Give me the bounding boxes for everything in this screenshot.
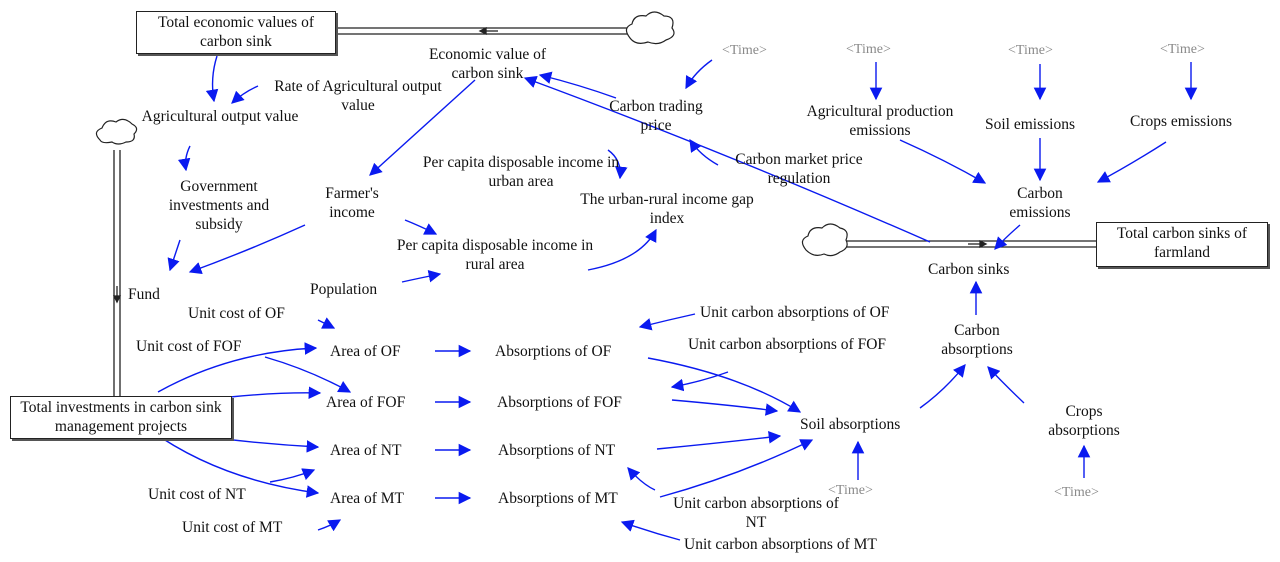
arrow: [167, 239, 181, 272]
arrow: [899, 139, 987, 184]
time-ref: <Time>: [722, 43, 767, 58]
var-unit-abs-nt: Unit carbon absorptions of NT: [673, 495, 839, 531]
var-economic-value: Economic value of carbon sink: [428, 46, 547, 82]
stock-total-investments: Total investments in carbon sink managem…: [10, 396, 232, 439]
arrow: [231, 85, 259, 104]
var-rate-agri-output: Rate of Agricultural output value: [274, 78, 442, 114]
var-area-nt: Area of NT: [330, 442, 402, 459]
var-agri-prod-emissions: Agricultural production emissions: [806, 103, 954, 139]
var-crops-absorptions: Crops absorptions: [1048, 403, 1120, 439]
stock-label: Total carbon sinks of farmland: [1116, 225, 1248, 261]
stock-total-economic-values: Total economic values of carbon sink: [136, 11, 336, 54]
arrow: [656, 431, 782, 450]
arrow: [670, 371, 729, 392]
flow-pipe-fund: [112, 150, 122, 398]
var-market-regulation: Carbon market price regulation: [735, 151, 863, 187]
arrow: [685, 59, 713, 90]
var-area-mt: Area of MT: [330, 490, 405, 507]
arrow: [317, 317, 336, 329]
time-ref: <Time>: [846, 42, 891, 57]
arrow: [987, 366, 1025, 404]
arrow: [157, 342, 318, 393]
arrow: [647, 357, 802, 413]
var-farmers-income: Farmer's income: [325, 185, 379, 221]
arrow: [659, 439, 814, 498]
arrow: [317, 519, 342, 532]
arrow: [1096, 141, 1167, 183]
arrow: [177, 145, 191, 172]
arrow: [264, 356, 352, 393]
arrow: [638, 313, 696, 331]
flow-pipe-economic-value: [338, 26, 630, 36]
stock-label: Total investments in carbon sink managem…: [20, 399, 222, 435]
arrow: [401, 270, 442, 283]
arrow: [188, 224, 306, 275]
arrow: [229, 386, 322, 400]
var-agri-output-value: Agricultural output value: [141, 108, 299, 125]
arrow: [269, 468, 316, 483]
arrow: [587, 228, 657, 271]
var-unit-abs-of: Unit carbon absorptions of OF: [700, 304, 890, 321]
var-carbon-trading-price: Carbon trading price: [609, 98, 703, 134]
var-fund: Fund: [128, 286, 160, 303]
var-population: Population: [310, 281, 378, 298]
var-abs-fof: Absorptions of FOF: [497, 394, 622, 411]
var-unit-abs-mt: Unit carbon absorptions of MT: [684, 536, 877, 553]
var-unit-cost-nt: Unit cost of NT: [148, 486, 246, 503]
var-soil-emissions: Soil emissions: [985, 116, 1076, 133]
arrow: [620, 519, 681, 541]
var-area-fof: Area of FOF: [326, 394, 406, 411]
arrow: [205, 55, 219, 103]
arrow: [369, 79, 476, 176]
var-crops-emissions: Crops emissions: [1130, 113, 1233, 130]
arrow: [607, 149, 628, 180]
time-ref: <Time>: [1008, 43, 1053, 58]
flow-pipe-carbon-sinks: [845, 239, 1096, 249]
time-ref: <Time>: [828, 483, 873, 498]
var-carbon-emissions: Carbon emissions: [1009, 185, 1071, 221]
time-ref: <Time>: [1054, 485, 1099, 500]
var-abs-mt: Absorptions of MT: [498, 490, 618, 507]
arrow: [149, 429, 320, 498]
stock-label: Total economic values of carbon sink: [157, 14, 314, 50]
time-ref: <Time>: [1160, 42, 1205, 57]
arrow: [523, 76, 931, 243]
arrow: [538, 71, 617, 99]
arrow: [627, 467, 656, 491]
var-area-of: Area of OF: [330, 343, 401, 360]
arrow: [994, 224, 1021, 250]
arrow: [404, 219, 438, 235]
var-income-gap: The urban-rural income gap index: [580, 191, 754, 227]
arrow: [919, 364, 966, 409]
arrow: [671, 399, 779, 416]
cloud-icon: [625, 11, 675, 45]
stock-total-carbon-sinks: Total carbon sinks of farmland: [1096, 222, 1268, 267]
var-urban-income: Per capita disposable income in urban ar…: [422, 154, 620, 190]
var-abs-of: Absorptions of OF: [495, 343, 612, 360]
cloud-icon: [95, 118, 138, 145]
var-carbon-sinks: Carbon sinks: [928, 261, 1010, 278]
var-carbon-absorptions: Carbon absorptions: [941, 322, 1013, 358]
cloud-icon: [801, 223, 848, 257]
var-unit-abs-fof: Unit carbon absorptions of FOF: [687, 336, 887, 353]
var-unit-cost-mt: Unit cost of MT: [182, 519, 283, 536]
var-unit-cost-fof: Unit cost of FOF: [136, 338, 242, 355]
var-gov-investments: Government investments and subsidy: [168, 178, 270, 233]
var-unit-cost-of: Unit cost of OF: [188, 305, 285, 322]
var-soil-absorptions: Soil absorptions: [800, 416, 901, 433]
var-abs-nt: Absorptions of NT: [498, 442, 616, 459]
var-rural-income: Per capita disposable income in rural ar…: [396, 237, 594, 273]
